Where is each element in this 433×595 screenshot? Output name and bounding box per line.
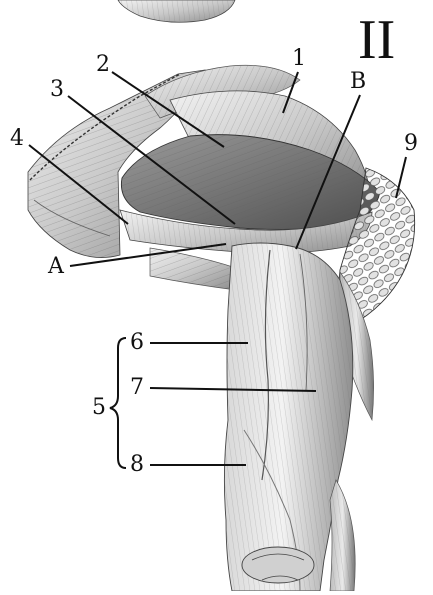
top-fragment [118,0,235,22]
label-5: 5 [92,397,106,419]
label-1: 1 [292,48,306,70]
plate-number: II [358,12,395,68]
label-7: 7 [130,377,144,399]
label-9: 9 [404,133,418,155]
label-8: 8 [130,454,144,476]
brace-5 [110,338,126,468]
label-6: 6 [130,332,144,354]
forearm-sliver [330,480,355,591]
label-B: B [350,71,366,93]
label-2: 2 [96,54,110,76]
latissimus-strip [150,248,236,290]
label-A: A [48,256,64,278]
label-4: 4 [10,128,24,150]
label-3: 3 [50,79,64,101]
